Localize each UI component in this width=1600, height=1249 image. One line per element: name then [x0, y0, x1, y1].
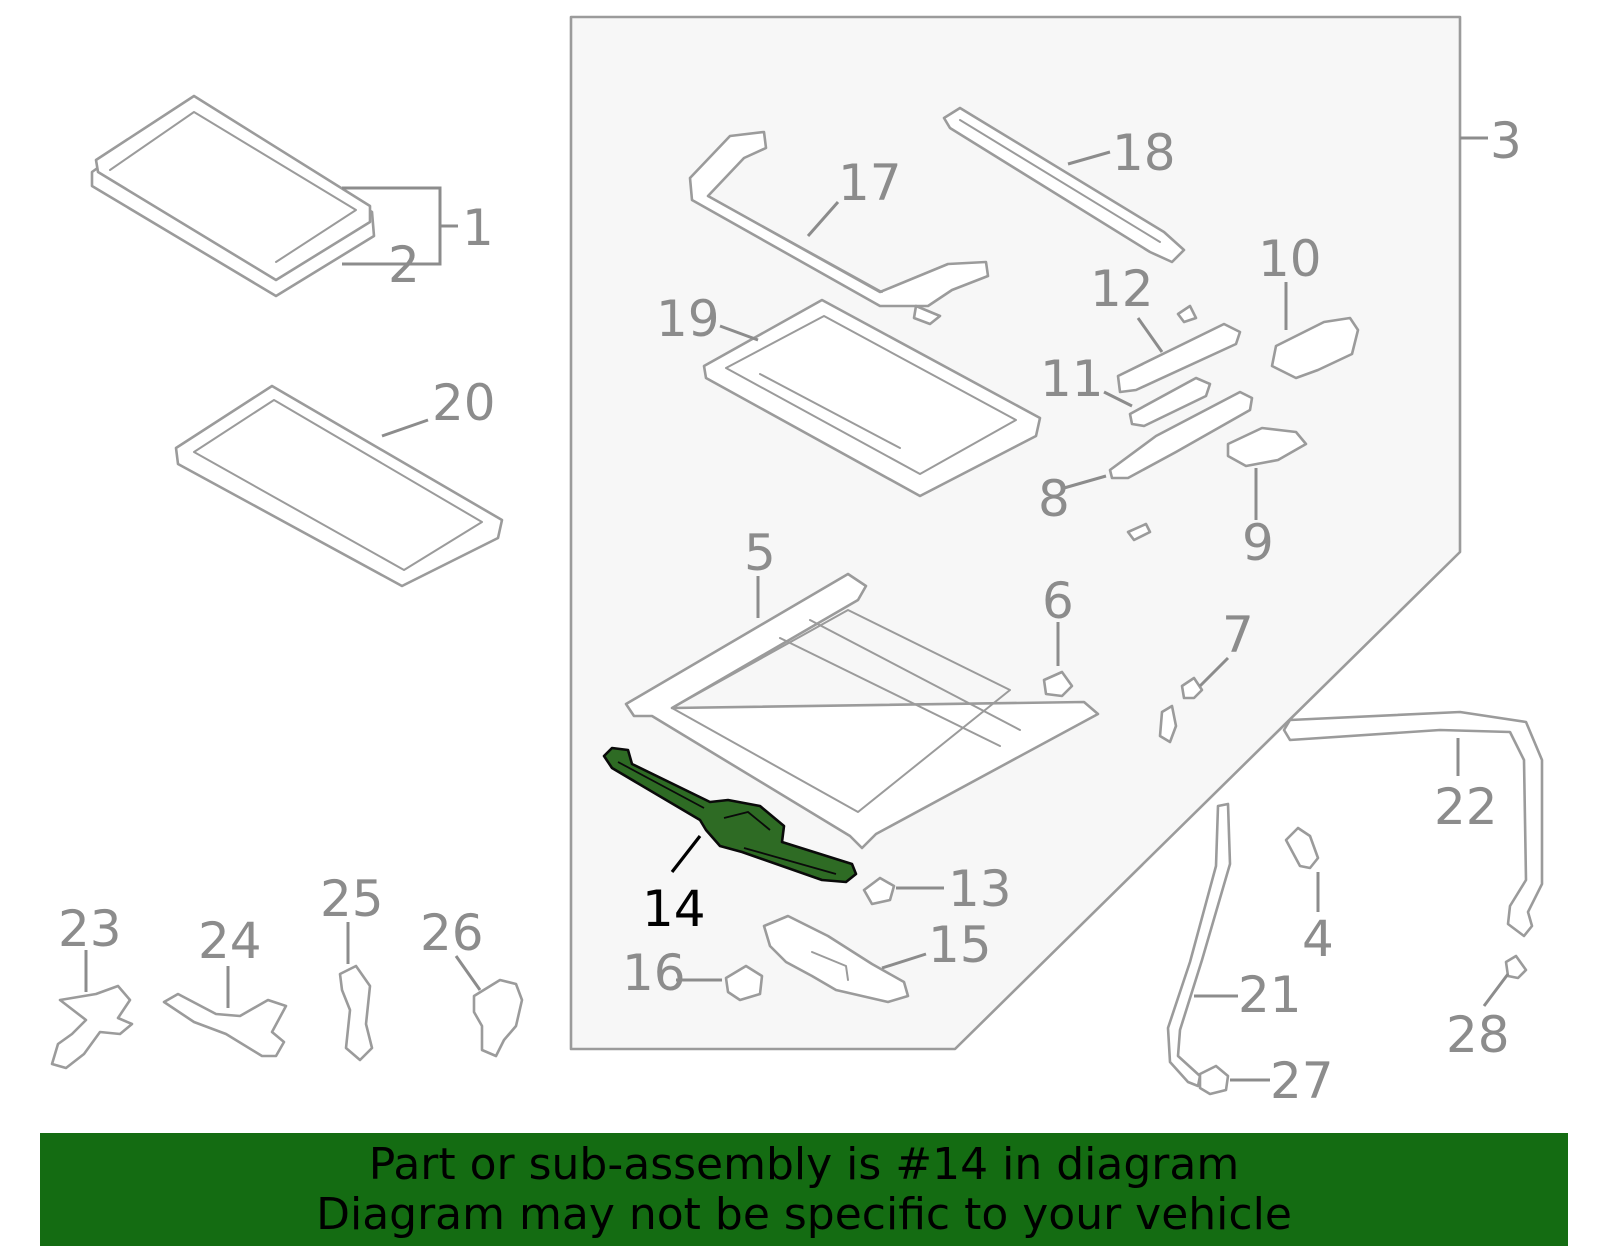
callout-21: 21: [1238, 966, 1302, 1024]
part-26-bracket[interactable]: [472, 978, 524, 1058]
callout-15: 15: [928, 916, 992, 974]
part-16-bushing[interactable]: [724, 964, 764, 1002]
callout-5: 5: [744, 524, 776, 582]
banner-line-2: Diagram may not be specific to your vehi…: [316, 1188, 1292, 1240]
part-19-frame[interactable]: [702, 298, 1042, 498]
callout-12: 12: [1090, 260, 1154, 318]
callout-2: 2: [388, 236, 420, 294]
callout-19: 19: [656, 290, 720, 348]
callout-23: 23: [58, 900, 122, 958]
callout-1: 1: [462, 199, 494, 257]
callout-16: 16: [622, 944, 686, 1002]
part-27-clamp[interactable]: [1198, 1064, 1230, 1096]
part-11-guide[interactable]: [1128, 376, 1212, 428]
callout-26: 26: [420, 904, 484, 962]
part-7-bolt[interactable]: [1158, 676, 1204, 744]
callout-6: 6: [1042, 572, 1074, 630]
part-4-clip[interactable]: [1284, 826, 1320, 870]
callout-22: 22: [1434, 778, 1498, 836]
callout-8: 8: [1038, 470, 1070, 528]
part-18-seal[interactable]: [942, 106, 1186, 264]
part-25-bracket[interactable]: [338, 964, 374, 1062]
callout-18: 18: [1112, 124, 1176, 182]
info-banner: Part or sub-assembly is #14 in diagram D…: [40, 1133, 1568, 1246]
callout-20: 20: [432, 374, 496, 432]
part-12-guide[interactable]: [1116, 304, 1242, 394]
callout-9: 9: [1242, 514, 1274, 572]
callout-14: 14: [642, 880, 706, 938]
callout-11: 11: [1040, 350, 1104, 408]
callout-7: 7: [1222, 606, 1254, 664]
part-14-highlighted[interactable]: [602, 746, 858, 884]
part-10-bracket[interactable]: [1270, 316, 1360, 380]
part-13-screw[interactable]: [862, 876, 896, 906]
part-8-link[interactable]: [1108, 390, 1254, 542]
part-24-bracket[interactable]: [162, 992, 288, 1058]
part-6-clip[interactable]: [1042, 670, 1074, 698]
part-21-drain-hose[interactable]: [1166, 802, 1232, 1088]
callout-28: 28: [1446, 1006, 1510, 1064]
banner-line-1: Part or sub-assembly is #14 in diagram: [368, 1138, 1240, 1190]
part-5-housing[interactable]: [624, 572, 1100, 850]
part-17-deflector[interactable]: [688, 130, 990, 326]
part-22-drain-hose[interactable]: [1282, 710, 1544, 938]
callout-10: 10: [1258, 230, 1322, 288]
callout-13: 13: [948, 860, 1012, 918]
part-1-2-glass-panel[interactable]: [90, 94, 376, 298]
callout-25: 25: [320, 870, 384, 928]
part-9-bracket[interactable]: [1226, 426, 1308, 468]
part-15-motor[interactable]: [762, 914, 910, 1004]
callout-17: 17: [838, 154, 902, 212]
callout-4: 4: [1302, 910, 1334, 968]
callout-3: 3: [1490, 112, 1522, 170]
part-28-clamp[interactable]: [1504, 954, 1528, 980]
callout-27: 27: [1270, 1052, 1334, 1110]
callout-24: 24: [198, 912, 262, 970]
part-23-bracket[interactable]: [50, 984, 134, 1070]
part-20-weatherstrip[interactable]: [174, 384, 504, 588]
